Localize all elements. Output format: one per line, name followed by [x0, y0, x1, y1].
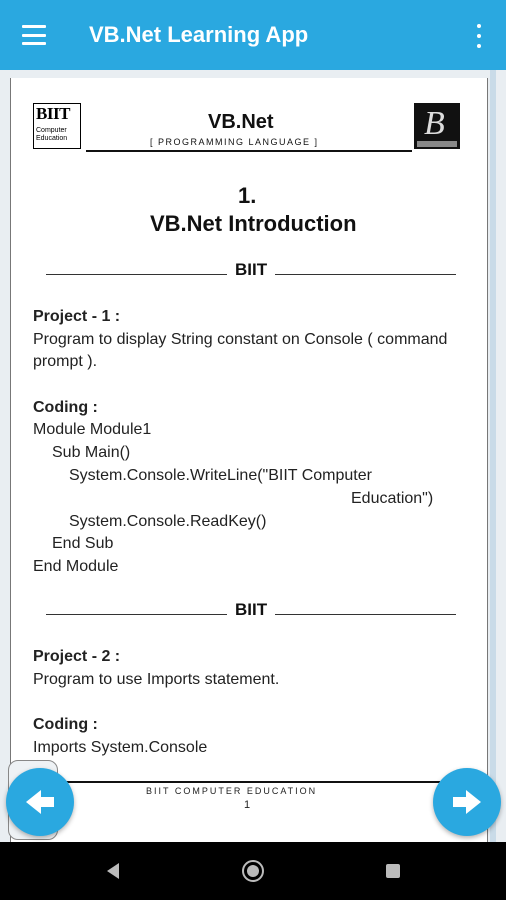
header-rule: [86, 150, 412, 152]
coding-label: Coding :: [33, 716, 98, 733]
doc-header-subtitle: [ PROGRAMMING LANGUAGE ]: [150, 137, 319, 147]
divider-line: [275, 274, 456, 275]
b-logo: B: [414, 103, 460, 149]
doc-header-title: VB.Net: [208, 111, 274, 133]
biit-logo: BIIT Computer Education: [33, 103, 81, 149]
project-1-description: Program to display String constant on Co…: [33, 331, 448, 370]
next-page-button[interactable]: [433, 768, 501, 836]
hamburger-menu-icon[interactable]: [22, 25, 46, 45]
divider-line: [46, 274, 227, 275]
app-title: VB.Net Learning App: [89, 22, 309, 47]
divider-label: BIIT: [235, 260, 268, 279]
footer-rule: [60, 781, 440, 783]
more-options-icon[interactable]: [474, 24, 484, 48]
previous-page-button[interactable]: [6, 768, 74, 836]
code-line: Sub Main(): [52, 444, 131, 461]
code-line: System.Console.WriteLine("BIIT Computer: [69, 467, 372, 484]
coding-label: Coding :: [33, 399, 98, 416]
code-line: End Sub: [52, 535, 114, 552]
section-divider: BIIT: [46, 600, 456, 622]
project-1-heading: Project - 1 :: [33, 308, 121, 325]
logo-letter: B: [424, 105, 445, 142]
logo-subtext: Computer Education: [36, 127, 68, 142]
logo-text: BIIT: [36, 104, 70, 123]
page-footer-text: BIIT COMPUTER EDUCATION: [146, 786, 318, 796]
section-divider: BIIT: [46, 260, 456, 282]
project-2-description: Program to use Imports statement.: [33, 671, 280, 688]
back-triangle-icon[interactable]: [105, 862, 121, 880]
code-line: Module Module1: [33, 421, 152, 438]
logo-strip: [417, 141, 457, 147]
divider-line: [275, 614, 456, 615]
app-bar: VB.Net Learning App: [0, 0, 506, 70]
page-number: 1: [244, 799, 251, 811]
arrow-right-icon: [453, 790, 481, 814]
recents-square-icon[interactable]: [386, 864, 400, 878]
code-line: Education"): [351, 490, 434, 507]
code-line: Imports System.Console: [33, 739, 208, 756]
code-line: System.Console.ReadKey(): [69, 513, 267, 530]
arrow-left-icon: [26, 790, 54, 814]
document-page: [10, 78, 488, 842]
home-dot: [247, 865, 259, 877]
home-circle-icon[interactable]: [242, 860, 264, 882]
chapter-number: 1.: [238, 183, 257, 208]
code-line: End Module: [33, 558, 119, 575]
scrollbar-track[interactable]: [490, 70, 496, 842]
project-2-heading: Project - 2 :: [33, 648, 121, 665]
chapter-title: VB.Net Introduction: [150, 211, 357, 236]
divider-line: [46, 614, 227, 615]
divider-label: BIIT: [235, 600, 268, 619]
